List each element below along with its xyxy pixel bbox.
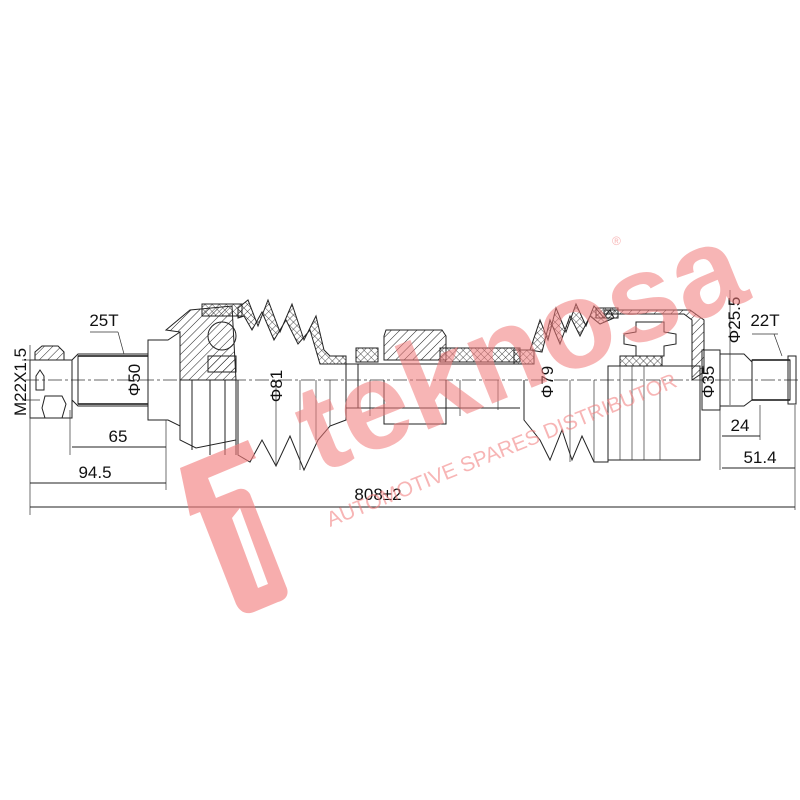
len-94-5-label: 94.5 xyxy=(78,463,111,482)
thread-label: M22X1.5 xyxy=(11,348,30,416)
dia-35-label: Φ35 xyxy=(699,366,718,398)
watermark-logo: teknosa AUTOMOTIVE SPARES DISTRIBUTOR ® xyxy=(180,195,764,614)
dia-50-label: Φ50 xyxy=(125,364,144,396)
len-51-4-label: 51.4 xyxy=(743,448,776,467)
len-24-label: 24 xyxy=(731,416,750,435)
dia-25-5-label: Φ25.5 xyxy=(725,297,744,344)
dia-81-label: Φ81 xyxy=(267,370,286,402)
outer-stub-axle xyxy=(29,331,181,427)
inner-spline-label: 22T xyxy=(750,311,779,330)
inner-cv-joint xyxy=(595,307,705,461)
main-shaft xyxy=(345,329,521,425)
outer-spline-label: 25T xyxy=(89,311,118,330)
dia-79-label: Φ79 xyxy=(538,366,557,398)
len-65-label: 65 xyxy=(109,427,128,446)
outer-cv-joint xyxy=(164,303,243,455)
inner-stub-axle xyxy=(701,349,797,411)
overall-length-label: 808±2 xyxy=(354,485,401,504)
dimension-labels: M22X1.5 25T Φ50 Φ81 Φ79 Φ35 Φ25.5 22T 65… xyxy=(11,297,780,504)
brand-mark-icon xyxy=(180,440,288,614)
registered-mark: ® xyxy=(612,234,621,248)
inner-boot xyxy=(513,302,615,463)
dimension-lines xyxy=(22,290,796,515)
